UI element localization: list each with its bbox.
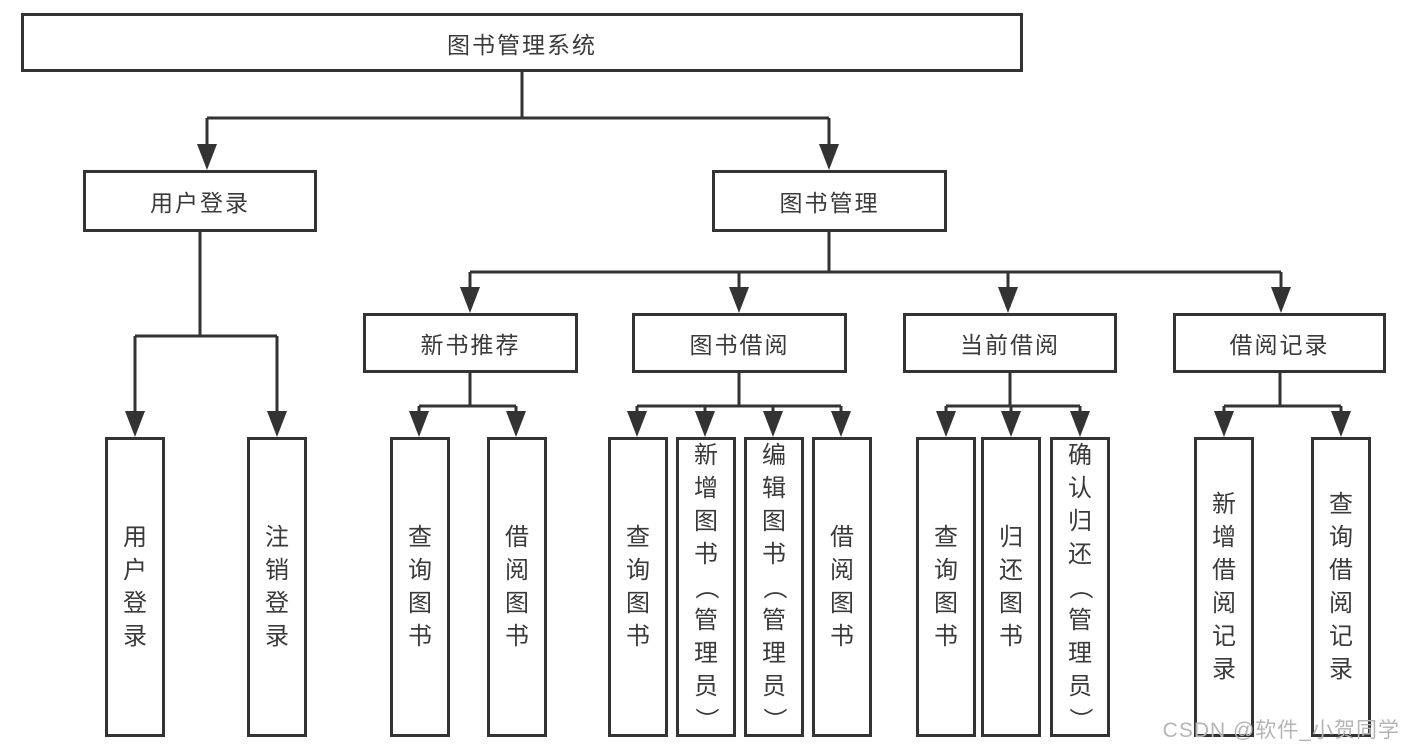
- node-book-borrowing: 图书借阅: [632, 313, 847, 373]
- node-leaf-confirm-return-admin: 确认归还（管理员）: [1050, 437, 1110, 737]
- node-leaf-add-borrowing-record: 新增借阅记录: [1194, 437, 1254, 737]
- node-current-borrowing: 当前借阅: [903, 313, 1117, 373]
- node-leaf-user-login: 用户登录: [105, 437, 165, 737]
- node-leaf-borrow-books-recommendation: 借阅图书: [487, 437, 547, 737]
- node-leaf-query-borrowing-record: 查询借阅记录: [1311, 437, 1371, 737]
- watermark: CSDN @软件_小贺同学: [1162, 719, 1400, 742]
- node-user-login-branch: 用户登录: [83, 170, 317, 232]
- node-leaf-return-books: 归还图书: [981, 437, 1041, 737]
- node-book-management-branch: 图书管理: [712, 170, 947, 232]
- node-borrowing-records: 借阅记录: [1173, 313, 1386, 373]
- node-leaf-query-books-borrowing: 查询图书: [608, 437, 668, 737]
- node-book-management-system: 图书管理系统: [21, 13, 1023, 72]
- node-leaf-query-books-current: 查询图书: [916, 437, 976, 737]
- node-new-book-recommendation: 新书推荐: [363, 313, 578, 373]
- node-leaf-query-books-recommendation: 查询图书: [390, 437, 450, 737]
- node-leaf-edit-books-admin: 编辑图书（管理员）: [744, 437, 804, 737]
- node-leaf-borrow-books-borrowing: 借阅图书: [812, 437, 872, 737]
- node-leaf-logout: 注销登录: [247, 437, 307, 737]
- node-leaf-add-books-admin: 新增图书（管理员）: [676, 437, 736, 737]
